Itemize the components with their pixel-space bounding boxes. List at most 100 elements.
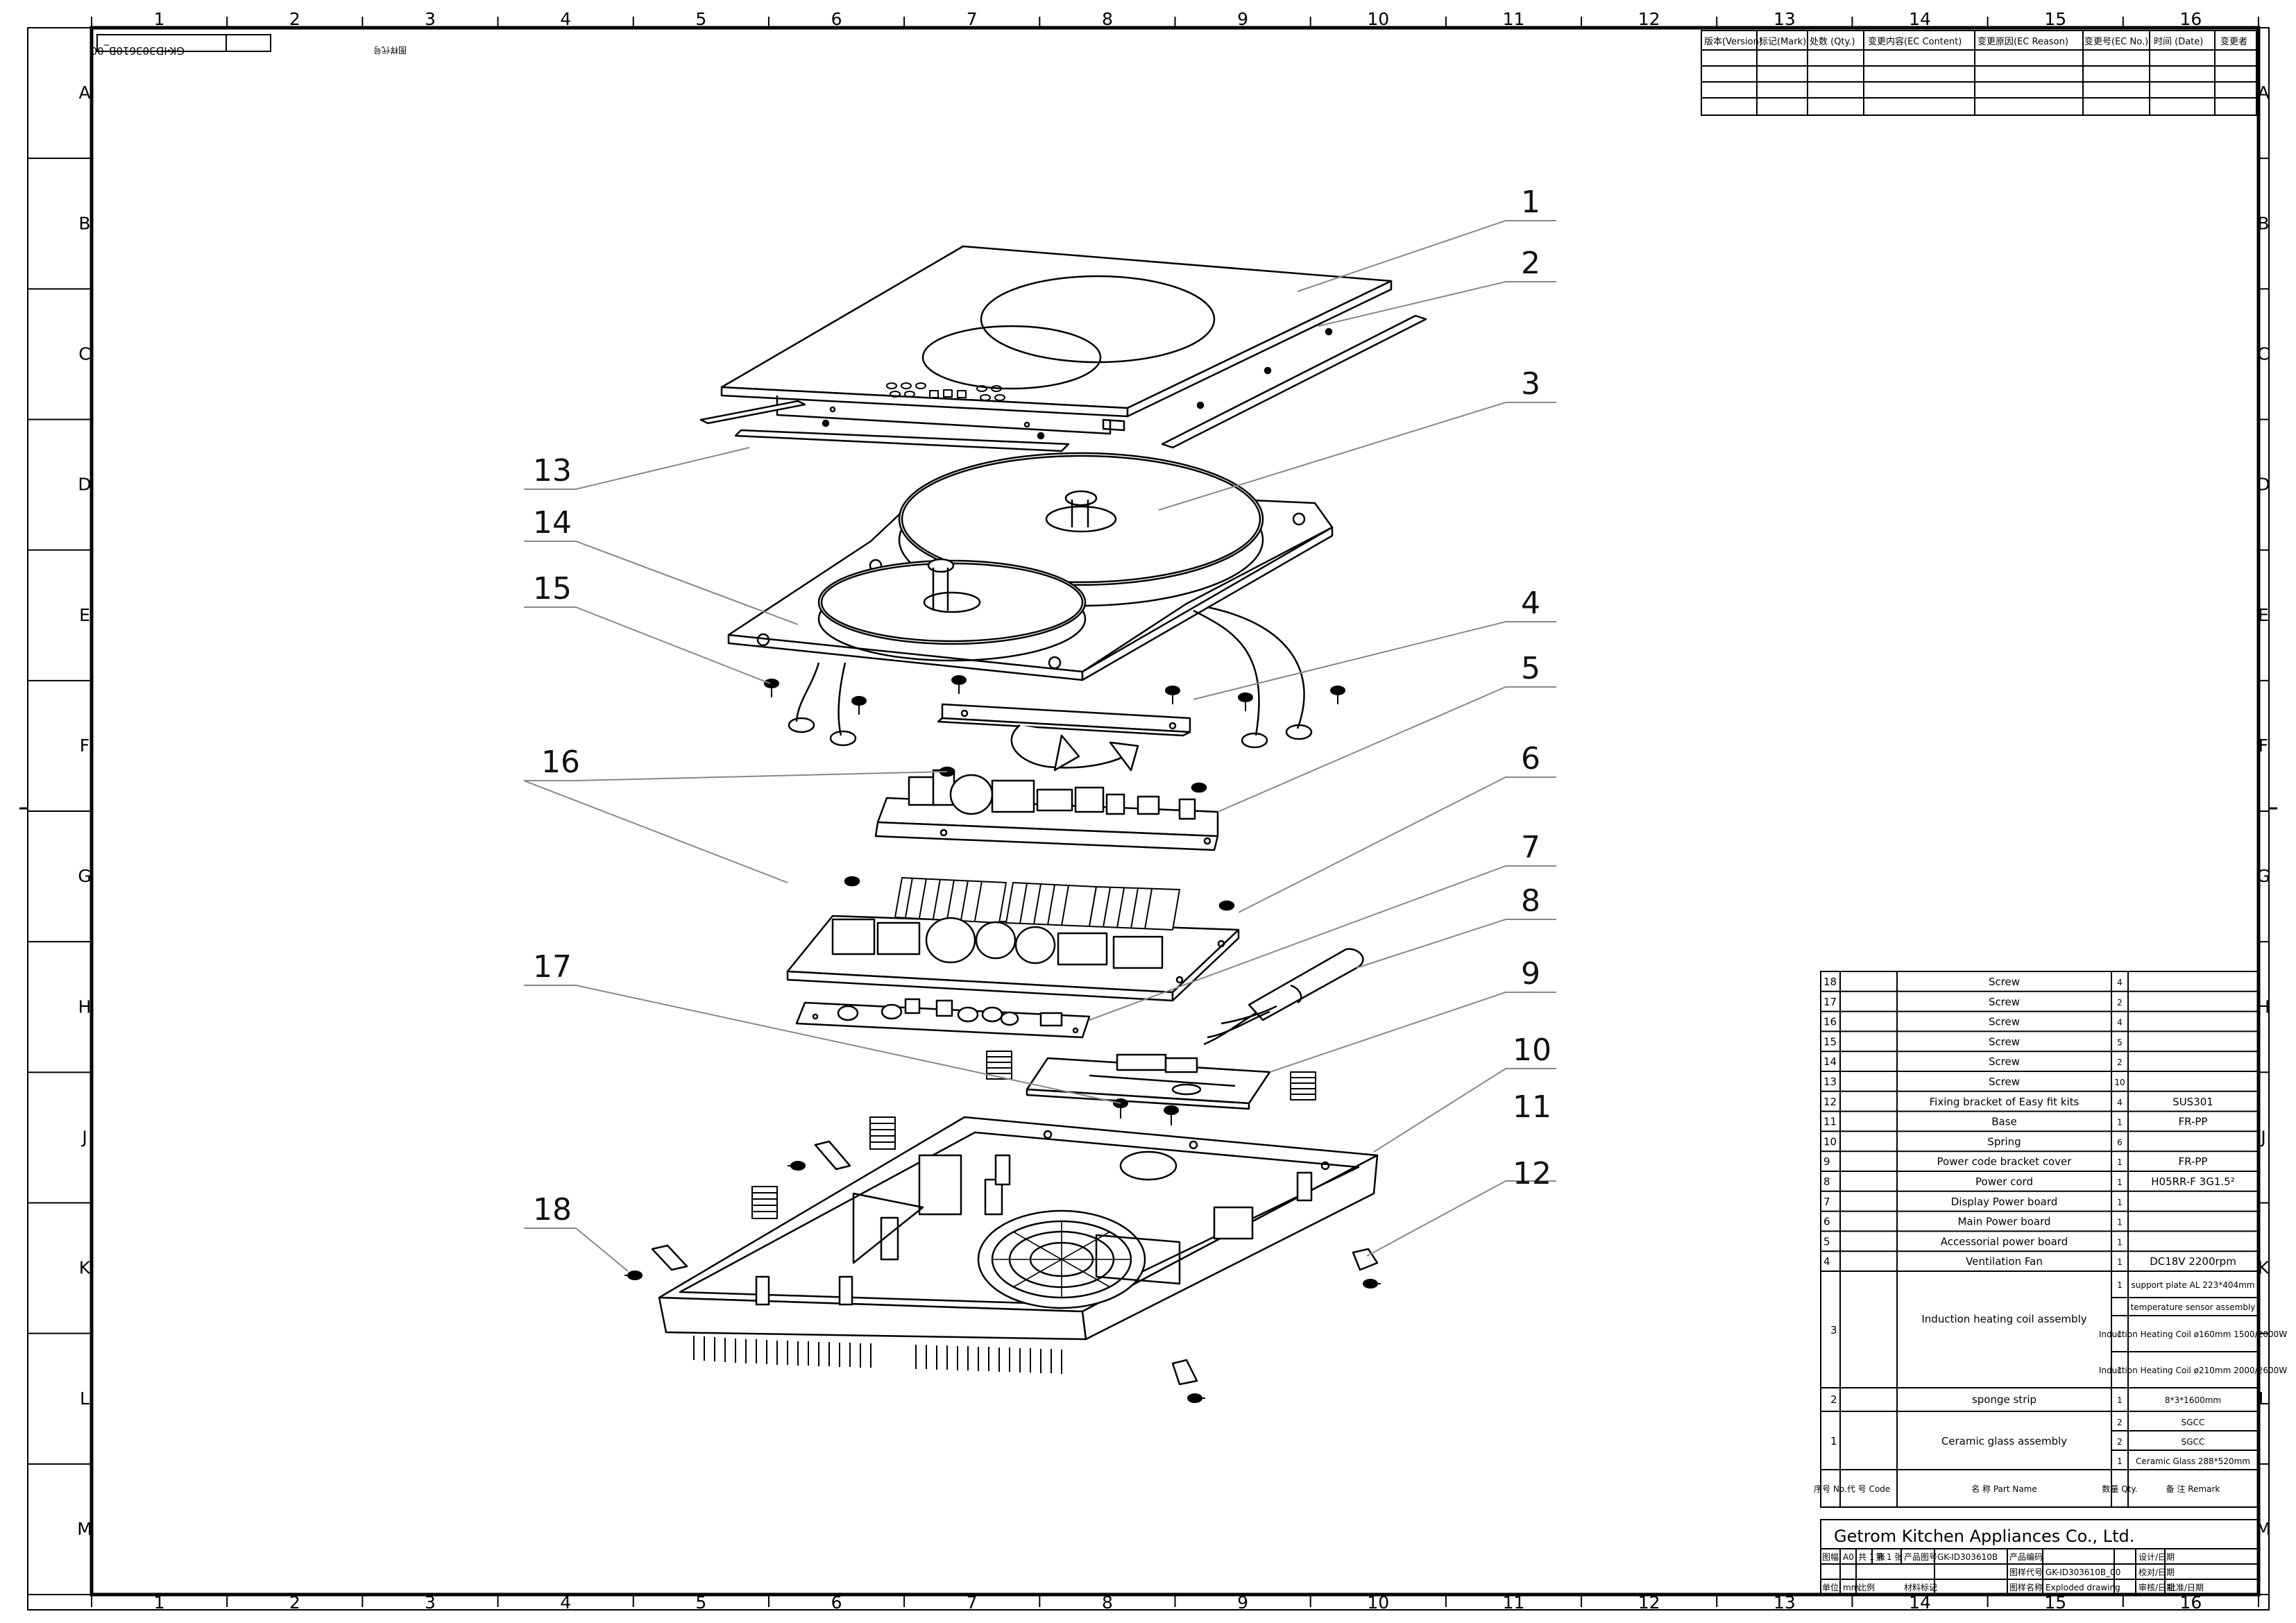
bom-row-12-no: 12 — [1823, 1096, 1837, 1108]
zone-col-bottom-2: 2 — [289, 1592, 300, 1613]
callout-18: 18 — [533, 1192, 572, 1227]
bom-item3-sub-2-remark: Induction Heating Coil ø160mm 1500/2000W — [2099, 1329, 2287, 1339]
bom-row-15-qty: 5 — [2117, 1037, 2123, 1047]
revision-table: 版本(Version) 标记(Mark) 处数 (Qty.) 变更内容(EC C… — [1701, 31, 2256, 115]
bom-row-13-no: 13 — [1823, 1076, 1837, 1088]
zone-col-top-5: 5 — [695, 9, 706, 29]
bom-row-7-no: 7 — [1823, 1196, 1830, 1208]
rev-col-qty: 处数 (Qty.) — [1810, 37, 1855, 47]
zone-col-bottom-15: 15 — [2044, 1592, 2066, 1613]
bom-row-3-no: 3 — [1830, 1324, 1837, 1336]
rev-col-reason: 变更原因(EC Reason) — [1978, 36, 2068, 47]
title-block: Getrom Kitchen Appliances Co., Ltd. 图幅 A… — [1821, 1520, 2258, 1595]
bom-row-4-name: Ventilation Fan — [1966, 1255, 2043, 1268]
bom-row-14-name: Screw — [1989, 1055, 2020, 1068]
bom-row-7-name: Display Power board — [1951, 1196, 2058, 1208]
zone-row-left-G: G — [78, 866, 91, 886]
bom-row-6-qty: 1 — [2117, 1218, 2123, 1227]
zone-row-right-L: L — [2259, 1388, 2268, 1409]
callout-14: 14 — [533, 505, 572, 541]
power-cord-bracket-cover — [1027, 1055, 1270, 1109]
bom-row-17-qty: 2 — [2117, 998, 2123, 1008]
bom-row-18-qty: 4 — [2117, 978, 2123, 987]
bom-row-11-remark: FR-PP — [2179, 1116, 2208, 1128]
zone-row-left-C: C — [78, 343, 90, 364]
zone-col-bottom-16: 16 — [2180, 1592, 2202, 1613]
bom-row-16-qty: 4 — [2117, 1018, 2123, 1028]
size-value: A0 — [1843, 1552, 1854, 1562]
zone-row-right-D: D — [2256, 475, 2270, 495]
bom-row-8-remark: H05RR-F 3G1.5² — [2151, 1175, 2234, 1188]
bom-item1-sub-0-remark: SGCC — [2182, 1418, 2205, 1427]
leader-lines — [524, 221, 1556, 1271]
scale-label: 比例 — [1858, 1583, 1875, 1592]
callout-4: 4 — [1521, 586, 1540, 621]
bom-row-1-no: 1 — [1830, 1435, 1837, 1447]
bom-row-18-name: Screw — [1989, 976, 2020, 988]
zone-row-right-B: B — [2257, 213, 2269, 233]
rotated-drawing-number-label: 图样代号 — [373, 45, 407, 56]
fixing-brackets — [624, 1141, 1381, 1402]
bom-item3-sub-0-remark: support plate AL 223*404mm — [2132, 1280, 2255, 1290]
zone-row-right-K: K — [2258, 1258, 2270, 1278]
callout-13: 13 — [533, 453, 572, 488]
zone-col-top-7: 7 — [967, 9, 978, 29]
zone-col-bottom-11: 11 — [1503, 1592, 1525, 1613]
bom-row-4-no: 4 — [1823, 1255, 1830, 1268]
bom-item3-sub-2-qty: 1 — [2117, 1329, 2123, 1339]
bom-row-12-qty: 4 — [2117, 1098, 2123, 1107]
zone-row-right-H: H — [2257, 996, 2270, 1017]
callout-6: 6 — [1521, 741, 1540, 776]
zone-col-top-15: 15 — [2044, 9, 2066, 29]
bom-header-remark: 备 注 Remark — [2166, 1484, 2220, 1494]
zone-col-top-2: 2 — [289, 9, 300, 29]
callout-1: 1 — [1521, 185, 1540, 220]
zone-col-top-4: 4 — [560, 9, 571, 29]
bom-row-14-no: 14 — [1823, 1055, 1837, 1068]
bom-item1-sub-1-qty: 2 — [2117, 1437, 2123, 1447]
callout-labels: 1 2 3 4 5 6 7 8 9 10 11 12 13 14 15 16 1… — [533, 185, 1551, 1227]
zone-col-top-10: 10 — [1367, 9, 1389, 29]
zone-row-right-C: C — [2257, 343, 2269, 364]
bom-row-9-name: Power code bracket cover — [1937, 1155, 2073, 1168]
bom-row-17-no: 17 — [1823, 996, 1837, 1008]
company-name: Getrom Kitchen Appliances Co., Ltd. — [1834, 1527, 2134, 1546]
ventilation-fan — [938, 704, 1190, 770]
drawing-name: Exploded drawing — [2046, 1583, 2120, 1592]
bom-item1-sub-2-remark: Ceramic Glass 288*520mm — [2136, 1456, 2250, 1466]
zone-col-bottom-3: 3 — [425, 1592, 436, 1613]
rev-col-date: 时间 (Date) — [2154, 37, 2203, 47]
rotated-drawing-number-box: GK-ID303610B_00 图样代号 — [91, 35, 407, 57]
bom-row-5-name: Accessorial power board — [1941, 1235, 2068, 1248]
bom-row-17-name: Screw — [1989, 996, 2020, 1008]
bom-row-5-qty: 1 — [2117, 1237, 2123, 1247]
bom-item3-sub-3-qty: 1 — [2117, 1366, 2123, 1375]
zone-col-bottom-9: 9 — [1237, 1592, 1248, 1613]
zone-row-right-F: F — [2259, 736, 2268, 756]
drawing-code: GK-ID303610B_00 — [2046, 1567, 2120, 1577]
bom-row-16-no: 16 — [1823, 1016, 1837, 1028]
bom-row-8-qty: 1 — [2117, 1178, 2123, 1187]
main-power-board — [788, 877, 1239, 1001]
zone-col-top-13: 13 — [1774, 9, 1796, 29]
callout-8: 8 — [1521, 883, 1540, 919]
bom-item3-sub-1-remark: temperature sensor assembly — [2131, 1302, 2256, 1312]
zone-row-left-D: D — [78, 475, 91, 495]
zone-col-bottom-1: 1 — [154, 1592, 165, 1613]
zone-row-left-F: F — [80, 736, 90, 756]
zone-row-left-K: K — [79, 1258, 91, 1278]
product-no: GK-ID303610B — [1937, 1552, 1998, 1562]
bom-row-11-qty: 1 — [2117, 1118, 2123, 1128]
zone-col-top-6: 6 — [831, 9, 842, 29]
bom-item3-sub-0-qty: 1 — [2117, 1280, 2123, 1290]
zone-row-left-A: A — [78, 83, 90, 103]
bom-row-18-no: 18 — [1823, 976, 1837, 988]
rev-col-content: 变更内容(EC Content) — [1868, 36, 1962, 47]
rev-col-mark: 标记(Mark) — [1759, 37, 1806, 47]
bom-row-10-name: Spring — [1987, 1135, 2021, 1148]
zone-row-right-G: G — [2256, 866, 2270, 886]
bom-item3-sub-3-remark: Induction Heating Coil ø210mm 2000/2600W — [2099, 1366, 2287, 1375]
bom-row-12-remark: SUS301 — [2172, 1096, 2213, 1108]
bom-row-10-no: 10 — [1823, 1135, 1837, 1148]
